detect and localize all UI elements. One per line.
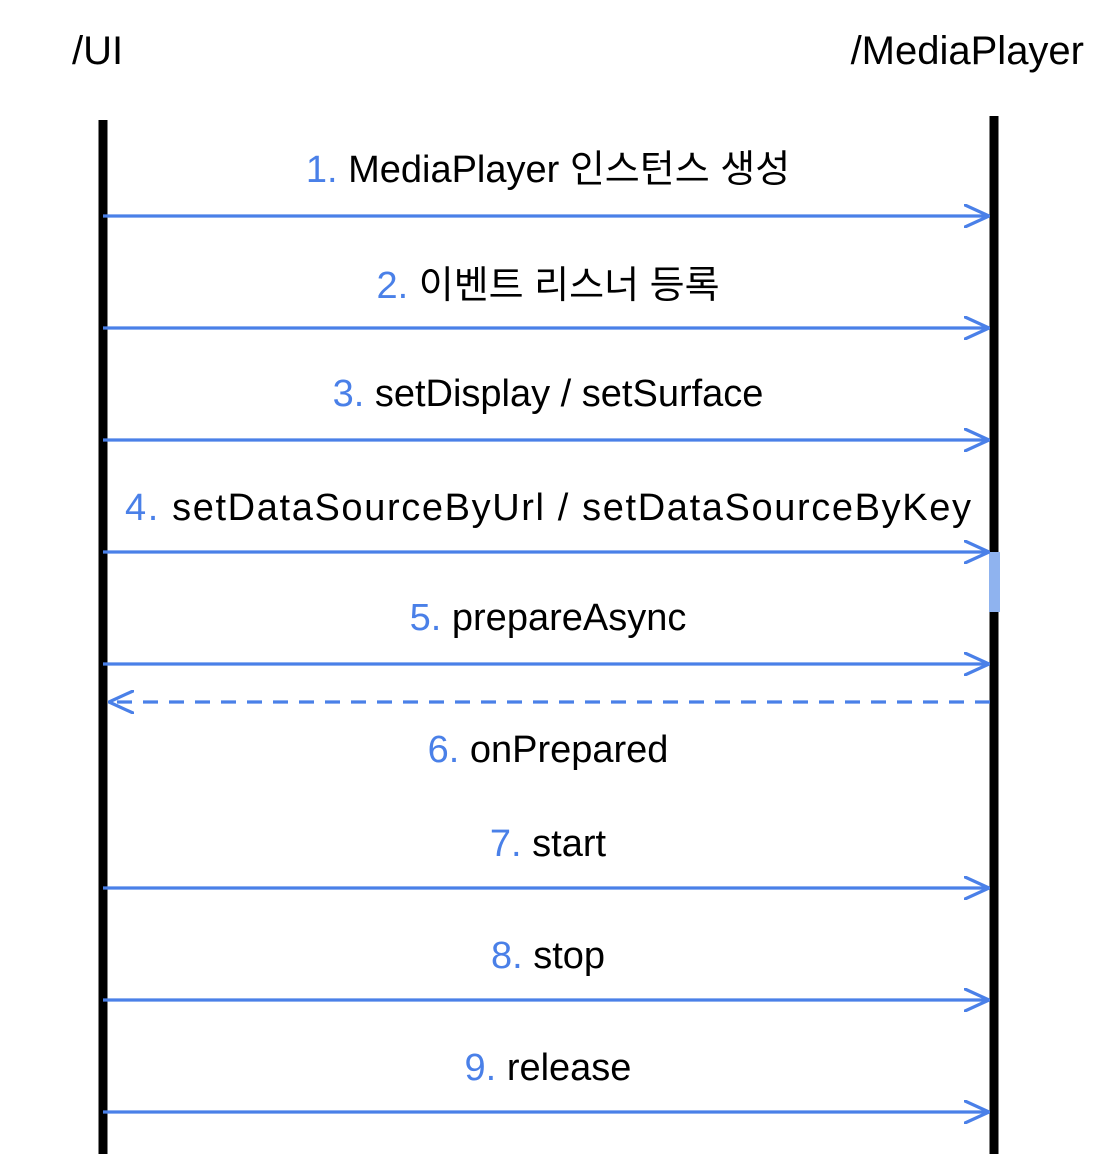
message-number: 6.	[428, 729, 460, 771]
message-number: 2.	[376, 265, 408, 307]
message-number: 9.	[465, 1047, 497, 1089]
message-text: MediaPlayer 인스턴스 생성	[348, 149, 790, 191]
message-1: 1. MediaPlayer 인스턴스 생성	[103, 149, 989, 216]
message-text: onPrepared	[470, 729, 669, 771]
message-4: 4. setDataSourceByUrl / setDataSourceByK…	[103, 487, 989, 552]
message-label: 5. prepareAsync	[410, 597, 687, 639]
ui-lifeline-title: /UI	[72, 29, 123, 73]
message-3: 3. setDisplay / setSurface	[103, 373, 989, 440]
message-text: prepareAsync	[452, 597, 686, 639]
message-number: 8.	[491, 935, 523, 977]
message-text: start	[532, 823, 606, 865]
message-number: 1.	[306, 149, 338, 191]
message-label: 3. setDisplay / setSurface	[333, 373, 764, 415]
mediaplayer-activation-bar	[989, 552, 1000, 612]
message-label: 1. MediaPlayer 인스턴스 생성	[306, 149, 790, 191]
message-label: 4. setDataSourceByUrl / setDataSourceByK…	[125, 487, 971, 529]
message-text: release	[507, 1047, 632, 1089]
message-6: 6. onPrepared	[109, 702, 990, 771]
message-2: 2. 이벤트 리스너 등록	[103, 265, 989, 328]
message-number: 4.	[125, 487, 158, 529]
message-text: stop	[533, 935, 605, 977]
message-label: 8. stop	[491, 935, 605, 977]
message-7: 7. start	[103, 823, 989, 888]
message-number: 5.	[410, 597, 442, 639]
message-label: 7. start	[490, 823, 607, 865]
mediaplayer-lifeline-title: /MediaPlayer	[851, 29, 1084, 73]
message-text: 이벤트 리스너 등록	[419, 265, 720, 307]
message-text: setDisplay / setSurface	[375, 373, 764, 415]
message-8: 8. stop	[103, 935, 989, 1000]
message-number: 7.	[490, 823, 522, 865]
message-label: 6. onPrepared	[428, 729, 669, 771]
message-label: 9. release	[465, 1047, 632, 1089]
message-list: 1. MediaPlayer 인스턴스 생성 2. 이벤트 리스너 등록 3. se…	[103, 149, 990, 1112]
message-5: 5. prepareAsync	[103, 597, 989, 664]
message-9: 9. release	[103, 1047, 989, 1112]
message-label: 2. 이벤트 리스너 등록	[376, 265, 719, 307]
message-number: 3.	[333, 373, 365, 415]
message-text: setDataSourceByUrl / setDataSourceByKey	[172, 487, 971, 529]
